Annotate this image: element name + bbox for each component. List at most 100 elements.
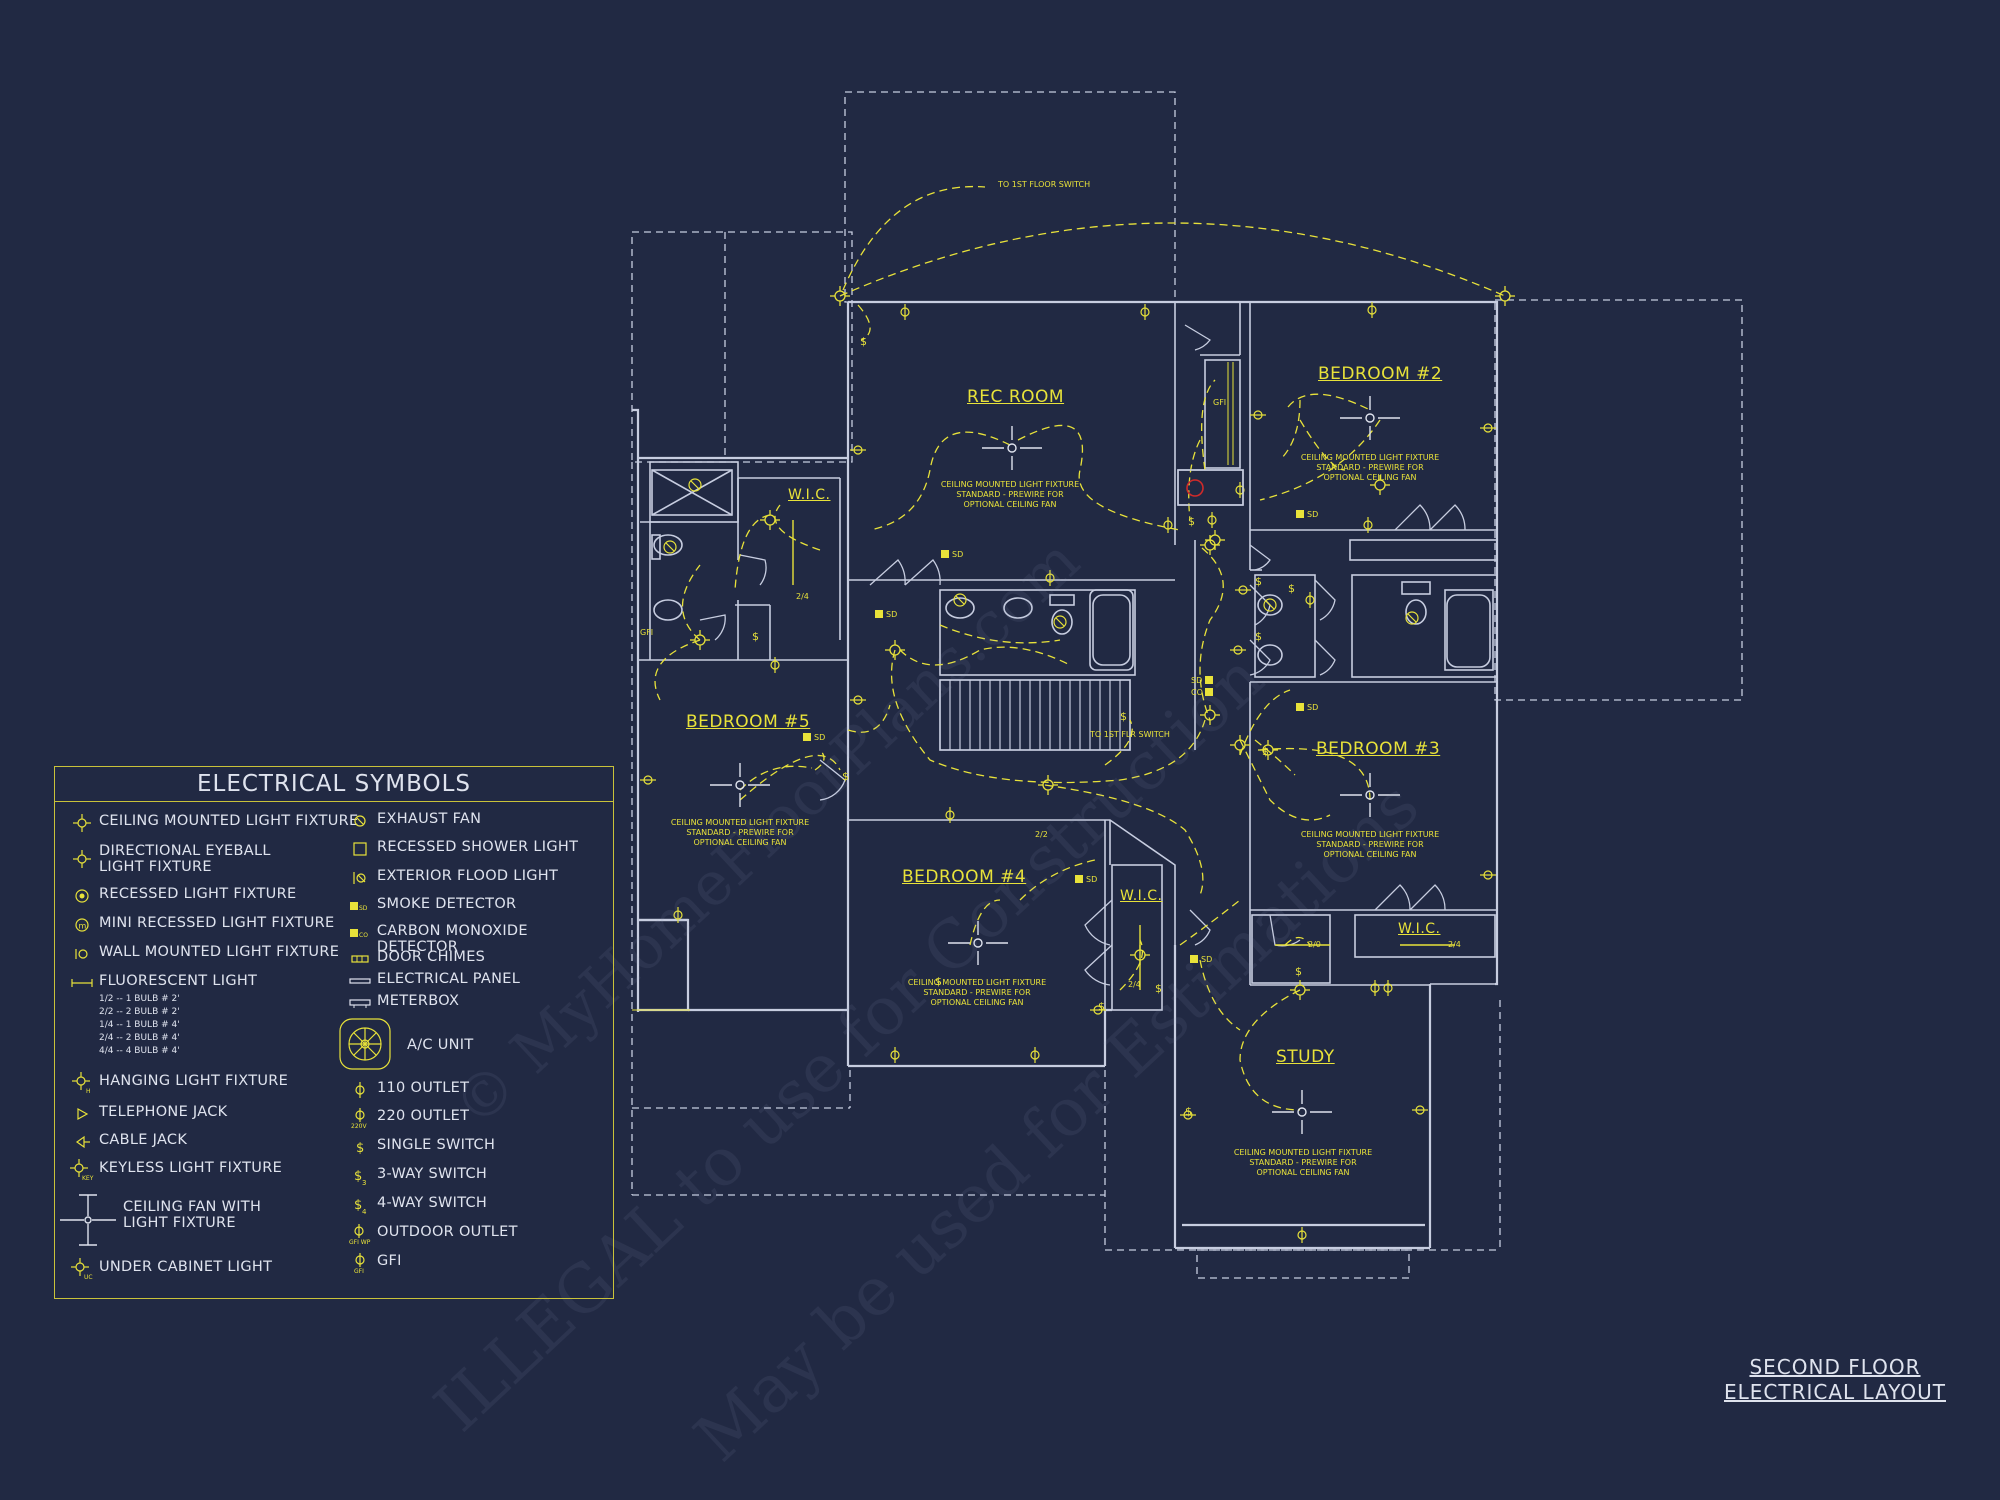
legend-item-under-cabinet-light: UC UNDER CABINET LIGHT [65, 1258, 273, 1280]
sd-tag-5: SD [814, 733, 826, 742]
gfi-icon: GFI [343, 1253, 377, 1274]
switches: $ $ $ $ $ $ $ $ $ $ $ $ $ $ [752, 335, 1302, 1118]
fl-tag-2: 2/4 [1128, 980, 1141, 989]
room-label-bedroom-3: BEDROOM #3 [1316, 739, 1441, 759]
legend-item-fluorescent-light: FLUORESCENT LIGHT 1/2 -- 1 BULB # 2' 2/2… [65, 973, 257, 1058]
legend-item-eyeball-light: DIRECTIONAL EYEBALL LIGHT FIXTURE [65, 843, 271, 875]
fluorescent-bulb-notes: 1/2 -- 1 BULB # 2' 2/2 -- 2 BULB # 2' 1/… [99, 994, 180, 1056]
legend-item-single-switch: $ SINGLE SWITCH [343, 1137, 495, 1157]
svg-text:KEY: KEY [82, 1175, 94, 1181]
ceiling-lights [690, 286, 1515, 1000]
sd-tag-4: SD [886, 610, 898, 619]
legend-item-flood-light: EXTERIOR FLOOD LIGHT [343, 868, 558, 888]
legend-item-four-way-switch: $4 4-WAY SWITCH [343, 1195, 487, 1215]
legend-label: DOOR CHIMES [377, 949, 486, 965]
note-to-1st-floor-switch: TO 1ST FLOOR SWITCH [998, 180, 1091, 189]
door-chimes-icon [343, 949, 377, 969]
hanging-light-icon: H [65, 1072, 99, 1094]
legend-item-meterbox: METERBOX [343, 993, 459, 1013]
fixture-note-bedroom-4: CEILING MOUNTED LIGHT FIXTURE STANDARD -… [907, 978, 1047, 1007]
legend-item-exhaust-fan: EXHAUST FAN [343, 811, 481, 831]
svg-text:m: m [79, 922, 87, 931]
fixture-note-bedroom-3: CEILING MOUNTED LIGHT FIXTURE STANDARD -… [1300, 830, 1440, 859]
legend-item-hanging-light: H HANGING LIGHT FIXTURE [65, 1072, 289, 1094]
telephone-jack-icon [65, 1104, 99, 1124]
legend-item-telephone-jack: TELEPHONE JACK [65, 1104, 227, 1124]
legend-label: CABLE JACK [99, 1132, 188, 1148]
svg-text:4: 4 [362, 1208, 367, 1215]
legend-label: OUTDOOR OUTLET [377, 1224, 518, 1240]
svg-text:$: $ [1098, 1000, 1105, 1013]
eyeball-light-icon [65, 843, 99, 875]
svg-text:$: $ [935, 975, 942, 988]
svg-text:$: $ [842, 770, 849, 783]
fluorescent-lights [792, 520, 1455, 990]
legend-label: SMOKE DETECTOR [377, 896, 517, 912]
legend-label: ELECTRICAL PANEL [377, 971, 521, 987]
legend-label: GFI [377, 1253, 402, 1269]
legend-item-ac-unit: A/C UNIT [337, 1017, 474, 1071]
legend-label: METERBOX [377, 993, 460, 1009]
svg-text:GFI WP: GFI WP [349, 1239, 371, 1245]
svg-text:$: $ [1288, 582, 1295, 595]
legend-item-outlet-220: 220V 220 OUTLET [343, 1108, 470, 1129]
legend-item-outlet-110: 110 OUTLET [343, 1080, 469, 1100]
three-way-switch-icon: $3 [343, 1166, 377, 1186]
flood-light-icon [343, 868, 377, 888]
legend-item-gfi: GFI GFI [343, 1253, 402, 1274]
fl-tag-4: 2/0 [1308, 940, 1321, 949]
legend-item-outdoor-outlet: GFI WP OUTDOOR OUTLET [343, 1224, 518, 1245]
sd-tag-2: SD [1307, 510, 1319, 519]
meterbox-icon [343, 993, 377, 1013]
legend-item-three-way-switch: $3 3-WAY SWITCH [343, 1166, 487, 1186]
room-label-bedroom-5: BEDROOM #5 [686, 712, 811, 732]
co-tag: CO [1191, 688, 1203, 697]
legend-label: DIRECTIONAL EYEBALL LIGHT FIXTURE [99, 843, 271, 875]
legend-label: RECESSED LIGHT FIXTURE [99, 886, 297, 902]
recessed-shower-light-icon [343, 839, 377, 859]
fl-tag-5: 2/4 [1448, 940, 1461, 949]
legend-item-recessed-light: RECESSED LIGHT FIXTURE [65, 886, 296, 906]
svg-text:$: $ [752, 630, 759, 643]
svg-text:CO: CO [359, 932, 368, 939]
smoke-detector-icon: SD [343, 896, 377, 916]
svg-text:$: $ [1262, 745, 1269, 758]
legend-item-electrical-panel: ELECTRICAL PANEL [343, 971, 520, 991]
legend-label: 110 OUTLET [377, 1080, 470, 1096]
svg-text:$: $ [354, 1198, 362, 1213]
staircase [939, 679, 1131, 751]
sd-tag-8: SD [1191, 676, 1203, 685]
legend-label: MINI RECESSED LIGHT FIXTURE [99, 915, 335, 931]
room-label-wic-2: W.I.C. [1120, 888, 1163, 904]
svg-text:3: 3 [362, 1179, 366, 1186]
fixture-note-rec-room: CEILING MOUNTED LIGHT FIXTURE STANDARD -… [940, 480, 1080, 509]
fl-tag-3: 2/2 [1035, 830, 1048, 839]
four-way-switch-icon: $4 [343, 1195, 377, 1215]
exhaust-fan-icon [343, 811, 377, 831]
legend-label: A/C UNIT [407, 1037, 474, 1053]
switch-legs [654, 185, 1506, 1111]
legend-item-ceiling-light: CEILING MOUNTED LIGHT FIXTURE [65, 813, 358, 833]
legend-label: WALL MOUNTED LIGHT FIXTURE [99, 944, 340, 960]
outlet-110-icon [343, 1080, 377, 1100]
svg-text:$: $ [1255, 575, 1262, 588]
outdoor-outlet-icon: GFI WP [343, 1224, 377, 1245]
svg-text:$: $ [860, 335, 867, 348]
keyless-light-icon: KEY [65, 1159, 99, 1181]
legend-label: 220 OUTLET [377, 1108, 470, 1124]
outlets-110 [640, 302, 1496, 1243]
svg-text:GFI: GFI [354, 1268, 364, 1274]
svg-text:SD: SD [359, 905, 368, 912]
outlet-220-icon: 220V [343, 1108, 377, 1129]
room-label-bedroom-4: BEDROOM #4 [902, 867, 1027, 887]
fixture-note-study: CEILING MOUNTED LIGHT FIXTURE STANDARD -… [1233, 1148, 1373, 1177]
svg-text:$: $ [1295, 965, 1302, 978]
room-label-wic-3: W.I.C. [1398, 921, 1441, 937]
legend-label: HANGING LIGHT FIXTURE [99, 1073, 289, 1089]
legend-item-smoke-detector: SD SMOKE DETECTOR [343, 896, 516, 916]
svg-text:$: $ [1255, 630, 1262, 643]
fixture-note-bedroom-5: CEILING MOUNTED LIGHT FIXTURE STANDARD -… [670, 818, 810, 847]
fixture-note-bedroom-2: CEILING MOUNTED LIGHT FIXTURE STANDARD -… [1300, 453, 1440, 482]
legend-label: UNDER CABINET LIGHT [99, 1259, 273, 1275]
